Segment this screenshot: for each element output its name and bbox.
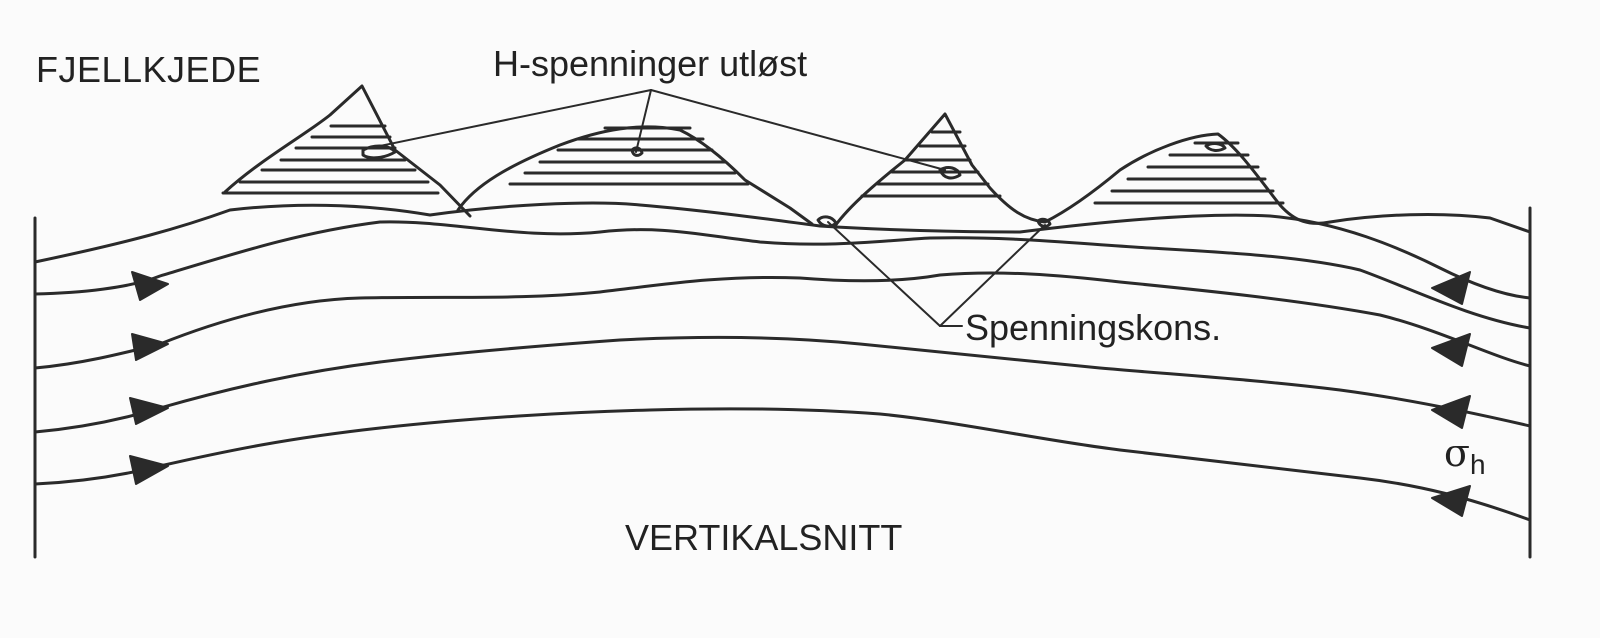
left-arrowheads bbox=[129, 271, 169, 485]
mountain-1-hatching bbox=[221, 124, 440, 195]
arrowhead-right-2 bbox=[1431, 333, 1471, 367]
arrowhead-left-2 bbox=[131, 333, 169, 361]
s-label-leaders bbox=[827, 221, 1046, 327]
section-label: VERTIKALSNITT bbox=[625, 517, 903, 558]
trajectory-line-2 bbox=[33, 220, 1532, 330]
sigma-symbol: σ bbox=[1444, 431, 1470, 475]
arrowhead-right-3 bbox=[1431, 395, 1471, 429]
right-arrowheads bbox=[1431, 271, 1471, 517]
mountain-2-hatching bbox=[508, 126, 750, 186]
h-label-leaders bbox=[369, 89, 946, 171]
mountain-3-hatching bbox=[860, 130, 1002, 198]
mountain-1 bbox=[223, 84, 472, 218]
mountain-2 bbox=[456, 125, 814, 226]
stress-mark-valley-3 bbox=[1036, 217, 1052, 228]
lens-4 bbox=[1204, 142, 1227, 152]
stress-concentration-label: Spenningskons. bbox=[965, 307, 1222, 348]
stress-mark-valley-2 bbox=[816, 215, 838, 228]
trajectory-line-4 bbox=[33, 335, 1532, 434]
sigma-subscript: h bbox=[1469, 449, 1486, 480]
h-stress-label: H-spenninger utløst bbox=[493, 43, 808, 84]
arrowhead-right-1 bbox=[1431, 271, 1471, 305]
diagram-title: FJELLKJEDE bbox=[36, 49, 262, 90]
arrowhead-right-4 bbox=[1431, 485, 1471, 517]
arrowhead-left-4 bbox=[129, 455, 169, 485]
trajectory-line-1 bbox=[33, 201, 1532, 300]
lens-3 bbox=[938, 166, 962, 180]
arrowhead-left-3 bbox=[129, 397, 169, 425]
trajectory-line-3 bbox=[33, 271, 1532, 370]
trajectory-line-5 bbox=[33, 407, 1532, 522]
arrowhead-left-1 bbox=[131, 271, 169, 301]
sigma-h-label: σh bbox=[1444, 434, 1486, 479]
lens-2 bbox=[630, 146, 644, 157]
